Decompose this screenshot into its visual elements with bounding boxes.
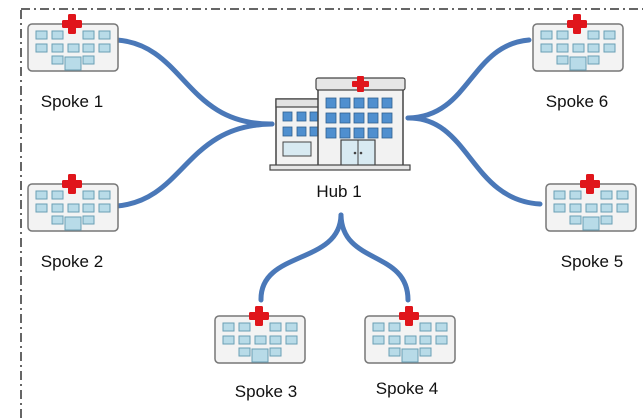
connector-spoke-4 — [338, 212, 411, 303]
spoke-1-hospital-icon — [27, 13, 119, 72]
connectors — [114, 37, 543, 303]
spoke-6-label: Spoke 6 — [545, 92, 609, 111]
spoke-2-label: Spoke 2 — [40, 252, 104, 271]
hub-label: Hub 1 — [316, 182, 362, 201]
connector-spoke-3 — [258, 212, 344, 303]
connector-spoke-5 — [405, 115, 543, 207]
spoke-4-label: Spoke 4 — [375, 379, 439, 398]
spoke-3-label: Spoke 3 — [234, 382, 298, 401]
diagram-border — [20, 8, 643, 418]
spoke-1-label: Spoke 1 — [40, 92, 104, 111]
spoke-5-hospital-icon — [545, 173, 637, 232]
spoke-3-hospital-icon — [214, 305, 306, 364]
spoke-5-label: Spoke 5 — [560, 252, 624, 271]
connector-spoke-2 — [114, 121, 275, 209]
connector-spoke-6 — [405, 37, 532, 121]
spoke-2-hospital-icon — [27, 173, 119, 232]
hub-hospital-icon — [269, 76, 411, 171]
spoke-4-hospital-icon — [364, 305, 456, 364]
connector-spoke-1 — [114, 37, 275, 127]
spoke-6-hospital-icon — [532, 13, 624, 72]
